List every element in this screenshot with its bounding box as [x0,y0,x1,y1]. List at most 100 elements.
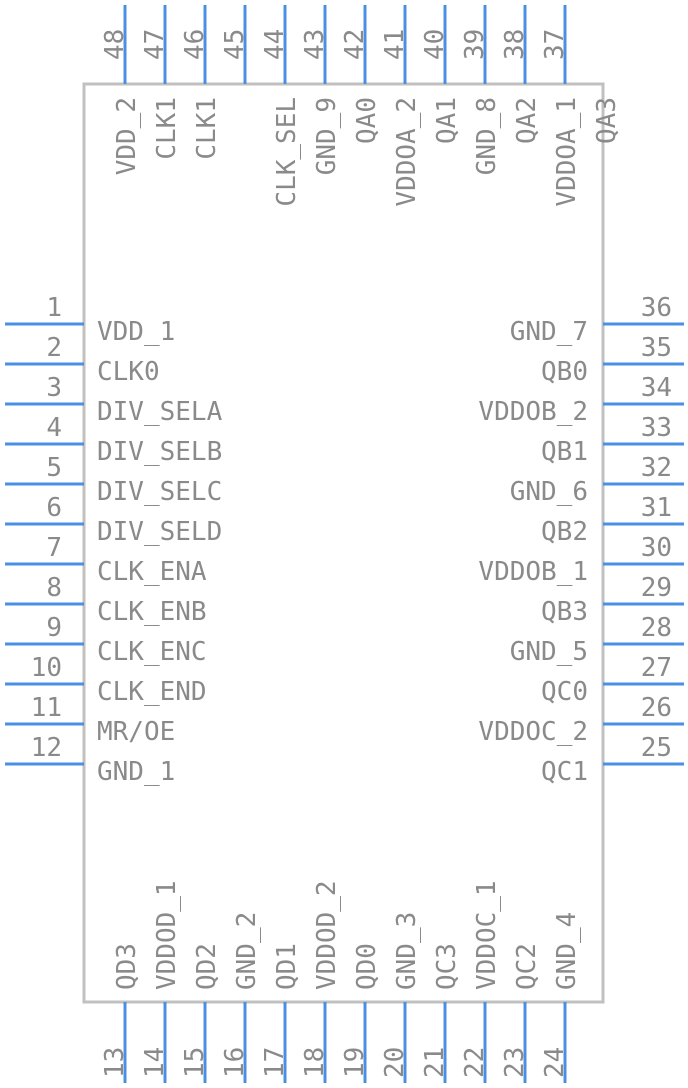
pin-label-qa3: QA3 [592,97,622,144]
pin-label-30: VDDOB_1 [478,557,588,587]
pin-label-13: QD3 [112,943,142,990]
pin-label-34: VDDOB_2 [478,397,588,427]
pin-label-14: VDDOD_1 [152,880,182,990]
pin-number-1: 1 [46,293,62,323]
pin-number-16: 16 [220,1047,250,1078]
pin-label-19: QD0 [352,943,382,990]
pin-label-26: VDDOC_2 [478,717,588,747]
pin-number-36: 36 [641,293,672,323]
pin-number-31: 31 [641,493,672,523]
pin-number-32: 32 [641,453,672,483]
pin-label-43: GND_9 [312,97,342,175]
pin-label-22: VDDOC_1 [472,880,502,990]
pin-label-4: DIV_SELB [97,437,222,467]
pin-number-47: 47 [140,29,170,60]
pin-number-38: 38 [500,29,530,60]
pin-number-45: 45 [220,29,250,60]
pin-number-20: 20 [380,1047,410,1078]
pin-label-10: CLK_END [97,677,207,707]
pin-number-46: 46 [180,29,210,60]
pin-label-40: QA1 [432,97,462,144]
pin-number-34: 34 [641,373,672,403]
pin-number-21: 21 [420,1047,450,1078]
pin-number-24: 24 [540,1047,570,1078]
pin-label-6: DIV_SELD [97,517,222,547]
pin-number-11: 11 [31,693,62,723]
pin-number-28: 28 [641,613,672,643]
pin-label-28: GND_5 [510,637,588,667]
pin-label-48: VDD_2 [112,97,142,175]
pin-number-14: 14 [140,1047,170,1078]
pin-number-4: 4 [46,413,62,443]
pin-number-12: 12 [31,733,62,763]
pin-label-3: DIV_SELA [97,397,223,427]
pin-label-16: GND_2 [232,912,262,990]
pin-number-27: 27 [641,653,672,683]
pin-number-41: 41 [380,29,410,60]
pin-label-31: QB2 [541,517,588,547]
pin-number-42: 42 [340,29,370,60]
pin-label-8: CLK_ENB [97,597,207,627]
pin-number-5: 5 [46,453,62,483]
pin-number-40: 40 [420,29,450,60]
pin-number-30: 30 [641,533,672,563]
pin-label-25: QC1 [541,757,588,787]
pin-label-17: QD1 [272,943,302,990]
pin-number-29: 29 [641,573,672,603]
pin-label-15: QD2 [192,943,222,990]
pin-label-37: VDDOA_1 [552,97,582,207]
pin-label-27: QC0 [541,677,588,707]
bottom-pins: 13 QD3 14 VDDOD_1 15 QD2 16 GND_2 17 QD1 18 VDDOD_2… [100,880,582,1083]
pin-number-25: 25 [641,733,672,763]
pin-label-36: GND_7 [510,317,588,347]
pin-label-20: GND_3 [392,912,422,990]
pin-label-42: QA0 [352,97,382,144]
pin-label-38: QA2 [512,97,542,144]
pin-number-6: 6 [46,493,62,523]
pin-number-22: 22 [460,1047,490,1078]
pin-number-23: 23 [500,1047,530,1078]
pin-number-2: 2 [46,333,62,363]
pin-label-1: VDD_1 [97,317,175,347]
pin-number-9: 9 [46,613,62,643]
pin-number-43: 43 [300,29,330,60]
pin-label-18: VDDOD_2 [312,880,342,990]
pin-label-21: QC3 [432,943,462,990]
pin-number-10: 10 [31,653,62,683]
pin-number-35: 35 [641,333,672,363]
pin-number-19: 19 [340,1047,370,1078]
pin-number-37: 37 [540,29,570,60]
pin-number-13: 13 [100,1047,130,1078]
pin-number-7: 7 [46,533,62,563]
pin-number-44: 44 [260,29,290,60]
pin-label-35: QB0 [541,357,588,387]
left-pins: 1VDD_12CLK03DIV_SELA4DIV_SELB5DIV_SELC6D… [5,293,223,787]
pin-number-39: 39 [460,29,490,60]
ic-body [82,82,605,1004]
pin-number-26: 26 [641,693,672,723]
pin-label-23: QC2 [512,943,542,990]
pin-label-5: DIV_SELC [97,477,222,507]
pin-label-46: CLK1 [192,97,222,160]
pin-number-18: 18 [300,1047,330,1078]
pin-label-47: CLK1 [152,97,182,160]
pin-label-11: MR/OE [97,717,175,747]
pin-label-9: CLK_ENC [97,637,207,667]
pin-label-7: CLK_ENA [97,557,207,587]
pin-label-29: QB3 [541,597,588,627]
pin-label-33: QB1 [541,437,588,467]
pin-number-15: 15 [180,1047,210,1078]
pin-label-41: VDDOA_2 [392,97,422,207]
pin-label-24: GND_4 [552,912,582,990]
pin-label-12: GND_1 [97,757,175,787]
pin-number-8: 8 [46,573,62,603]
pin-number-33: 33 [641,413,672,443]
pin-label-44: CLK_SEL [272,97,302,207]
pin-label-39: GND_8 [472,97,502,175]
pin-number-17: 17 [260,1047,290,1078]
pin-label-2: CLK0 [97,357,160,387]
pin-label-32: GND_6 [510,477,588,507]
